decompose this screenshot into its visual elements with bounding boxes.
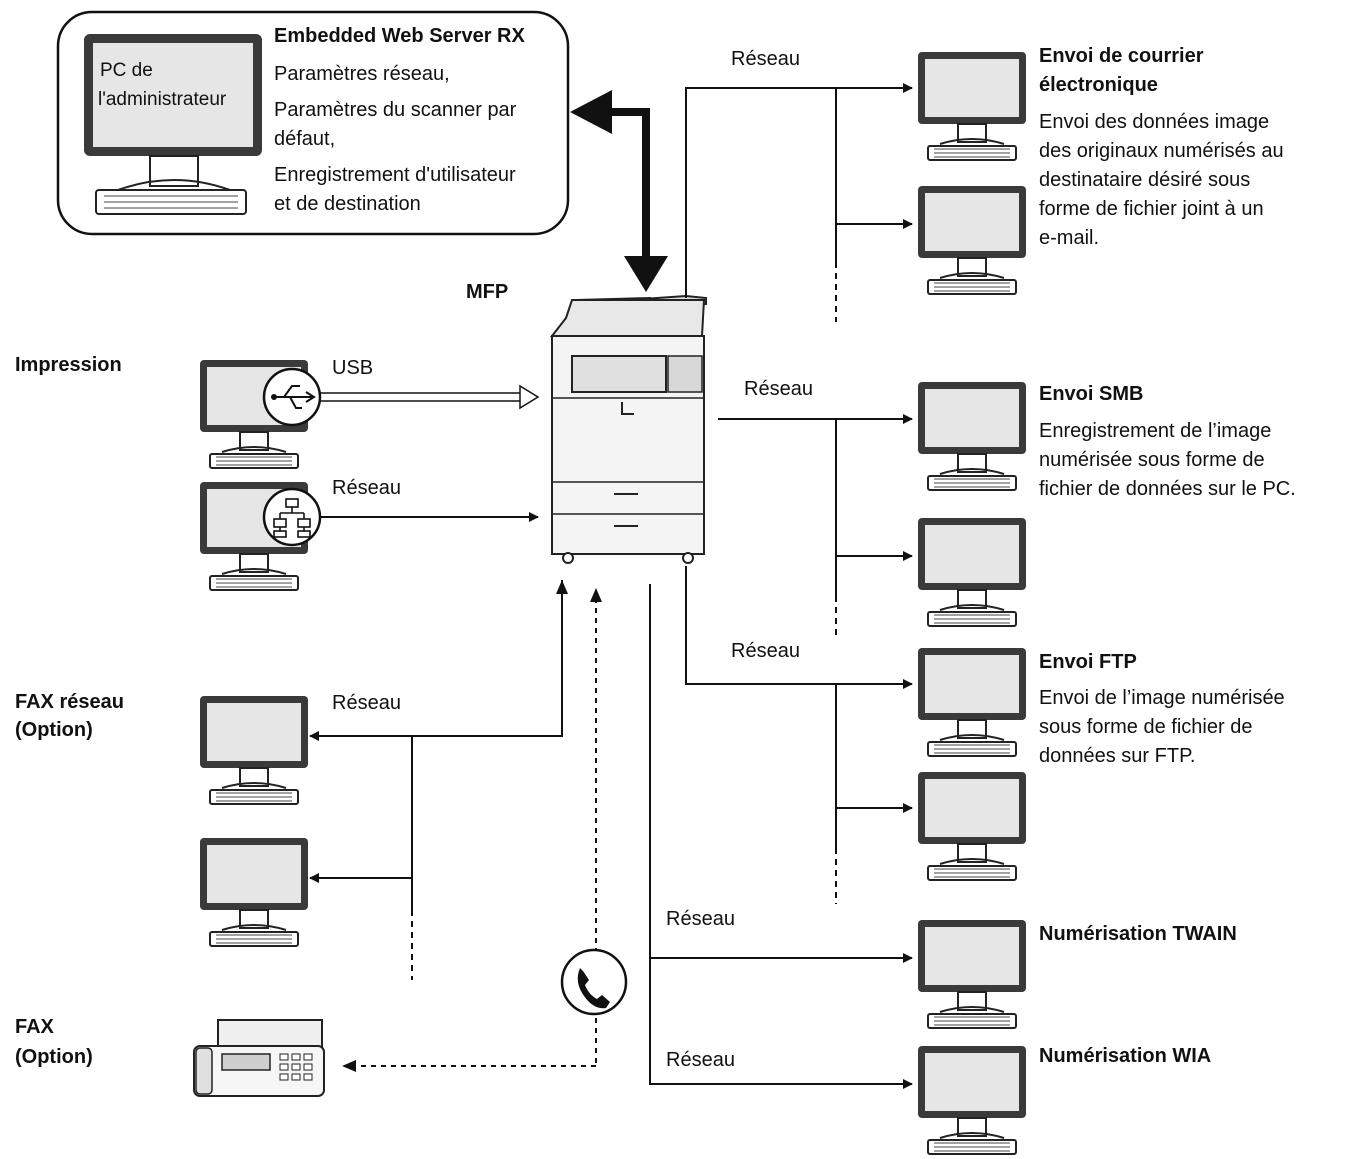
scan-lines: [649, 584, 913, 1089]
reseau-email-label: Réseau: [731, 48, 800, 70]
fax-reseau-pc-icon-2: [199, 837, 309, 947]
ftp-lines: [685, 566, 913, 904]
network-icon: [262, 487, 322, 547]
fax-reseau-arrowhead-up: [556, 580, 568, 594]
phone-icon: [560, 948, 628, 1016]
twain-pc-icon: [917, 919, 1027, 1029]
wia-pc-icon: [917, 1045, 1027, 1155]
ftp-pc-icon-2: [917, 771, 1027, 881]
twain-title: Numérisation TWAIN: [1039, 923, 1237, 945]
ftp-pc-icon-1: [917, 647, 1027, 757]
admin-item-2: Paramètres du scanner par: [274, 99, 517, 121]
smb-desc-3: fichier de données sur le PC.: [1039, 478, 1296, 500]
fax-label-1: FAX: [15, 1016, 54, 1038]
usb-label: USB: [332, 357, 374, 379]
ftp-desc-3: données sur FTP.: [1039, 745, 1196, 767]
smb-title: Envoi SMB: [1039, 383, 1144, 405]
email-desc-2: des originaux numérisés au: [1039, 140, 1284, 162]
fax-reseau-pc-icon-1: [199, 695, 309, 805]
smb-desc-2: numérisée sous forme de: [1039, 449, 1265, 471]
admin-item-3: défaut,: [274, 128, 336, 150]
admin-item-1: Paramètres réseau,: [274, 63, 450, 85]
email-desc-4: forme de fichier joint à un: [1039, 198, 1264, 220]
fax-reseau-lines: [309, 580, 563, 980]
email-pc-icon-2: [917, 185, 1027, 295]
ftp-desc-1: Envoi de l’image numérisée: [1039, 687, 1285, 709]
smb-desc-1: Enregistrement de l’image: [1039, 420, 1272, 442]
fax-label-2: (Option): [15, 1046, 93, 1068]
usb-icon: [262, 367, 322, 427]
reseau-twain-label: Réseau: [666, 908, 735, 930]
email-desc-5: e-mail.: [1039, 227, 1100, 249]
server-title: Embedded Web Server RX: [274, 25, 525, 47]
email-pc-icon-1: [917, 51, 1027, 161]
admin-item-4: Enregistrement d'utilisateur: [274, 164, 516, 186]
email-title-2: électronique: [1039, 74, 1158, 96]
smb-lines: [718, 414, 913, 640]
reseau-print-label: Réseau: [332, 477, 401, 499]
admin-item-5: et de destination: [274, 193, 421, 215]
reseau-fax-label: Réseau: [332, 692, 401, 714]
impression-label: Impression: [15, 354, 122, 376]
email-lines: [685, 83, 913, 322]
wia-title: Numérisation WIA: [1039, 1045, 1212, 1067]
admin-pc-label-2: l'administrateur: [98, 89, 227, 110]
reseau-wia-label: Réseau: [666, 1049, 735, 1071]
admin-mfp-arrow: [570, 90, 668, 292]
fax-phone-lines: [356, 598, 597, 1067]
email-title-1: Envoi de courrier: [1039, 45, 1204, 67]
reseau-ftp-label: Réseau: [731, 640, 800, 662]
fax-machine-icon: [193, 1019, 325, 1097]
ftp-title: Envoi FTP: [1039, 651, 1137, 673]
admin-pc-label-1: PC de: [100, 60, 153, 81]
mfp-icon: [549, 294, 707, 564]
email-desc-3: destinataire désiré sous: [1039, 169, 1251, 191]
fax-reseau-label-2: (Option): [15, 719, 93, 741]
email-desc-1: Envoi des données image: [1039, 111, 1270, 133]
ftp-desc-2: sous forme de fichier de: [1039, 716, 1253, 738]
smb-pc-icon-2: [917, 517, 1027, 627]
mfp-label: MFP: [466, 281, 509, 303]
usb-arrow: [320, 384, 540, 410]
fax-reseau-label-1: FAX réseau: [15, 691, 124, 713]
smb-pc-icon-1: [917, 381, 1027, 491]
reseau-smb-label: Réseau: [744, 378, 813, 400]
admin-pc-icon: [84, 34, 262, 215]
